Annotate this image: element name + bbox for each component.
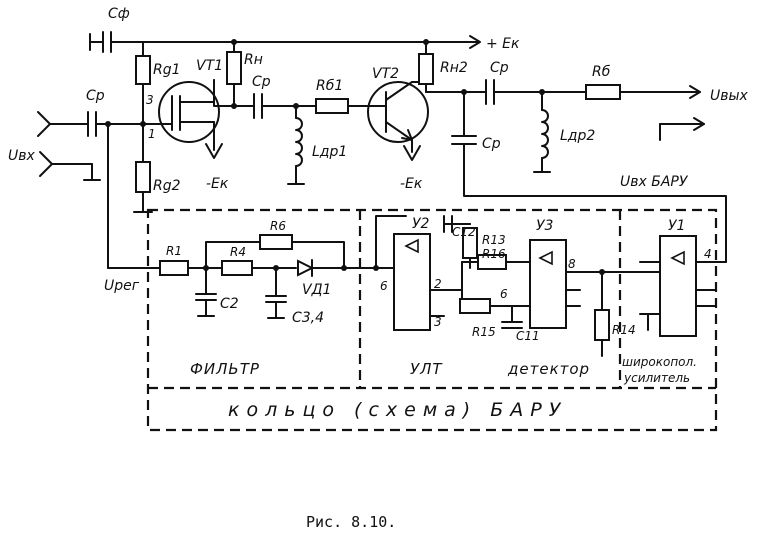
c12-label: C12: [452, 225, 476, 239]
vt1-transistor: [158, 79, 223, 159]
r15-label: R15: [472, 325, 496, 339]
supply-rail: [89, 31, 481, 53]
u-agc-label: Uвх БАРУ: [620, 174, 689, 190]
u3-pin-8: 8: [568, 257, 576, 271]
supply-positive-label: + Eк: [486, 36, 520, 52]
vt1-pin-1: 1: [148, 127, 156, 141]
c-r1-label: Cр: [252, 74, 271, 90]
r1-label: R1: [166, 244, 182, 258]
r4-label: R4: [230, 245, 246, 259]
u2-pin-6: 6: [380, 279, 388, 293]
u-out-label: Uвых: [710, 88, 749, 104]
l-dr1-choke: [287, 103, 305, 185]
agc-ring-frame: [146, 208, 718, 432]
r13-label: R13: [482, 233, 506, 247]
r16-label: R16: [482, 247, 506, 261]
r6-label: R6: [270, 219, 286, 233]
u2-pin-2: 2: [434, 277, 442, 291]
u2-label: У2: [412, 216, 430, 232]
stage-coupling-capacitor: [253, 93, 317, 119]
r-b1-label: Rб1: [316, 78, 343, 94]
vd1-label: VД1: [302, 282, 331, 298]
ring-title: кольцо (схема) БАРУ: [228, 399, 567, 421]
vt1-emitter-supply-label: -Eк: [206, 176, 229, 192]
c2-label: C2: [220, 296, 239, 312]
r14-label: R14: [612, 323, 636, 337]
rk-resistor: [213, 39, 255, 109]
rn2-resistor: [418, 39, 487, 93]
wideband-label-line2: усилитель: [623, 371, 690, 385]
u-in-label: Uвх: [8, 148, 35, 164]
detector-block-label: детектор: [507, 360, 590, 378]
vt1-pin-3: 3: [146, 93, 154, 107]
vt2-transistor: [367, 81, 429, 161]
filter-block: [159, 234, 377, 319]
u3-label: У3: [536, 218, 553, 234]
figure-caption: Рис. 8.10.: [306, 513, 396, 531]
l-dr2-label: Lдр2: [560, 128, 595, 144]
u1-pin-4: 4: [704, 247, 712, 261]
c-r3-label: Cр: [482, 136, 501, 152]
r-b-label: Rб: [592, 64, 611, 80]
wideband-u1-block: [639, 235, 727, 337]
vt1-label: VT1: [196, 58, 223, 74]
c11-label: C11: [516, 329, 540, 343]
c-in-label: Cр: [86, 88, 105, 104]
rb-output: [585, 84, 705, 141]
r-k-label: Rн: [244, 52, 263, 68]
wideband-label-line1: широкопол.: [622, 355, 697, 369]
u3-pin-6: 6: [500, 287, 508, 301]
amp-block-label: УЛТ: [410, 360, 443, 378]
u2-pin-3: 3: [434, 315, 442, 329]
u-reg-label: Uрег: [104, 278, 140, 294]
amp-u2-block: [373, 215, 531, 331]
l-dr1-label: Lдр1: [312, 144, 347, 160]
c-r2-label: Cр: [490, 60, 509, 76]
c34-label: C3,4: [292, 310, 324, 326]
rb1-resistor: [315, 98, 373, 114]
r-n2-label: Rн2: [440, 60, 468, 76]
u1-label: У1: [668, 218, 685, 234]
input-terminal: [37, 111, 173, 181]
vt2-label: VT2: [372, 66, 399, 82]
filter-block-label: ФИЛЬТР: [190, 360, 260, 378]
r-g2-label: Rg2: [153, 178, 181, 194]
rg-divider: [105, 41, 153, 269]
detector-u3-block: [529, 239, 641, 357]
l-dr2-choke: [533, 89, 551, 173]
c-filter-label: Cф: [108, 6, 130, 22]
agc-feedback-wire: [463, 185, 727, 263]
output-coupling: [451, 79, 587, 187]
r-g1-label: Rg1: [153, 62, 181, 78]
vt2-emitter-supply-label: -Eк: [400, 176, 423, 192]
